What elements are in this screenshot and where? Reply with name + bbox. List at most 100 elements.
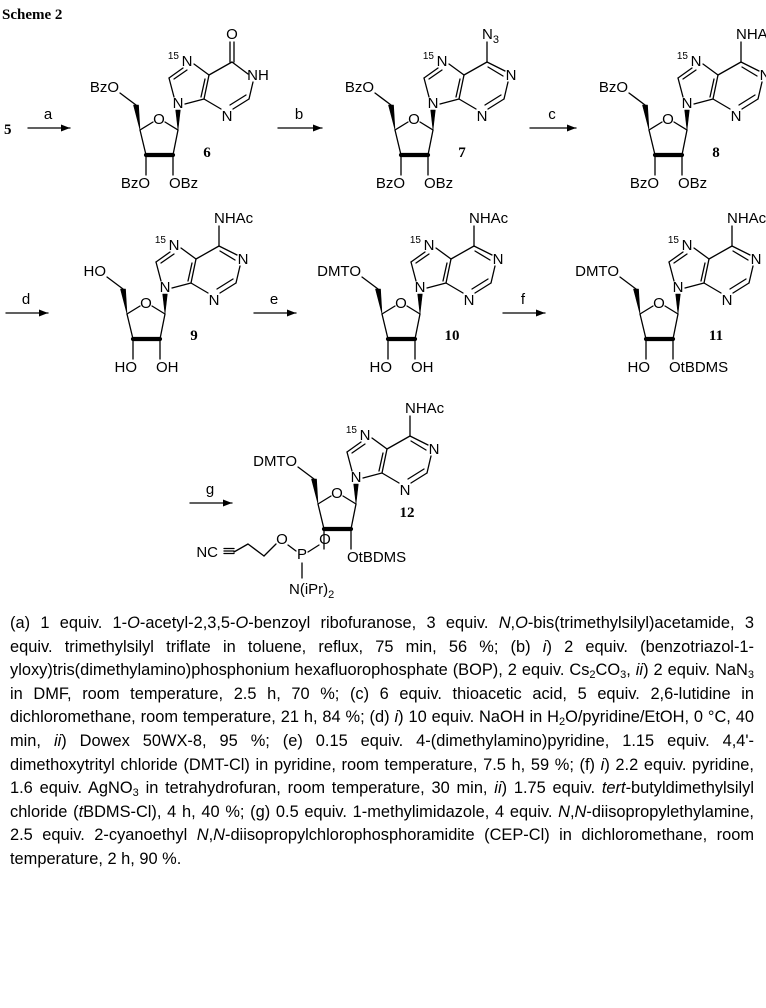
- bond: [448, 63, 465, 76]
- bond: [361, 276, 379, 290]
- ring-oxygen: O: [662, 111, 674, 128]
- bond: [219, 250, 236, 261]
- bond: [648, 121, 663, 131]
- bond: [428, 69, 443, 80]
- n9-label: N: [415, 279, 426, 296]
- ring-oxygen: O: [653, 295, 665, 312]
- compound-number: 12: [400, 505, 415, 521]
- bond: [351, 443, 366, 454]
- reagent-letter: g: [206, 481, 214, 498]
- bond: [406, 305, 421, 315]
- bond: [439, 98, 460, 105]
- n9-label: N: [351, 469, 362, 486]
- stereo-wedge: [353, 483, 359, 505]
- bond: [700, 262, 706, 282]
- bond: [740, 61, 760, 72]
- stereo-wedge: [633, 288, 641, 315]
- nhac-group: NHAc: [727, 210, 766, 227]
- bond: [184, 98, 205, 105]
- reagent-letter: a: [44, 106, 53, 123]
- bond: [681, 129, 688, 156]
- bond: [487, 66, 504, 77]
- bond: [229, 94, 247, 106]
- bond: [216, 278, 234, 290]
- reagent-letter: b: [295, 106, 303, 123]
- bond: [180, 247, 197, 260]
- bond: [231, 61, 249, 75]
- bond: [287, 544, 297, 552]
- bond: [458, 74, 465, 100]
- reagent-letter: e: [270, 291, 278, 308]
- bond: [619, 276, 637, 290]
- bond: [203, 74, 210, 100]
- bond: [717, 61, 742, 76]
- n3-label: N: [722, 292, 733, 309]
- bond: [435, 247, 452, 260]
- bond: [445, 282, 464, 294]
- bond: [187, 262, 193, 282]
- isotope-label: 15: [668, 235, 680, 246]
- bond: [247, 543, 265, 557]
- bond: [450, 245, 475, 260]
- three-prime-oxygen: O: [319, 531, 331, 548]
- bond: [232, 98, 250, 110]
- bond: [173, 69, 188, 80]
- bond: [738, 94, 756, 106]
- bond: [106, 276, 124, 290]
- five-prime-group: DMTO: [317, 263, 361, 280]
- bond: [486, 61, 506, 72]
- bond: [677, 77, 684, 98]
- bond: [410, 472, 428, 484]
- bond: [693, 247, 710, 260]
- n1-label: N: [506, 67, 517, 84]
- n9-label: N: [673, 279, 684, 296]
- bond: [407, 468, 425, 480]
- ring-oxygen: O: [140, 295, 152, 312]
- five-prime-group: BzO: [90, 79, 119, 96]
- bond: [263, 543, 277, 557]
- n3-label: N: [222, 108, 233, 125]
- nhac-group: NHAc: [405, 400, 445, 417]
- scheme-caption: (a) 1 equiv. 1-O-acetyl-2,3,5-O-benzoyl …: [10, 614, 754, 868]
- bond: [195, 245, 220, 260]
- arrow-head: [287, 309, 296, 317]
- bond: [410, 261, 417, 282]
- bond: [639, 305, 654, 315]
- bond: [171, 282, 192, 289]
- arrow-head: [223, 499, 232, 507]
- bond: [639, 313, 647, 340]
- bond: [708, 245, 733, 260]
- isotope-label: 15: [423, 51, 435, 62]
- bond: [423, 67, 439, 79]
- start-compound-label: 5: [4, 122, 12, 138]
- bond: [139, 121, 154, 131]
- diisopropylamino-group: N(iPr)2: [289, 581, 334, 601]
- bond: [172, 129, 179, 156]
- bond: [484, 94, 502, 106]
- bond: [218, 245, 238, 256]
- bond: [200, 78, 206, 98]
- bond: [248, 81, 254, 100]
- bond: [442, 262, 448, 282]
- bond: [139, 129, 147, 156]
- bond: [168, 77, 175, 98]
- arrow-head: [313, 124, 322, 132]
- n1-label: N: [493, 251, 504, 268]
- bond: [703, 282, 722, 294]
- stereo-wedge: [162, 293, 168, 315]
- bond: [126, 305, 141, 315]
- compound-number: 9: [190, 328, 198, 344]
- bond: [190, 282, 209, 294]
- bond: [748, 265, 754, 284]
- bond: [410, 440, 427, 451]
- ring-oxygen: O: [395, 295, 407, 312]
- bond: [455, 78, 461, 98]
- stereo-wedge: [417, 293, 423, 315]
- bond: [414, 313, 421, 340]
- bond: [503, 81, 509, 100]
- n9-label: N: [682, 95, 693, 112]
- compound-number: 7: [458, 145, 466, 161]
- n1-label: N: [429, 441, 440, 458]
- reagent-letter: d: [22, 291, 30, 308]
- bond: [712, 98, 731, 110]
